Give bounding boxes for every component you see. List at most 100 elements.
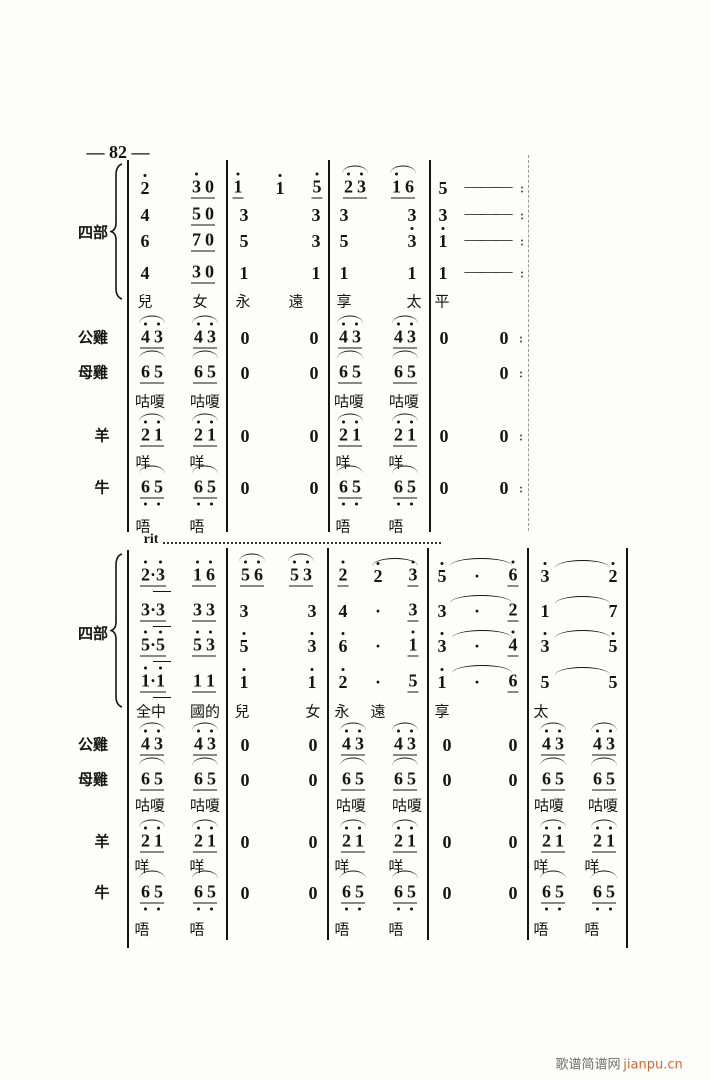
choir-label: 四部 [77, 223, 109, 242]
hen-rest: 0 [442, 770, 452, 790]
choir-note: 4 [140, 263, 150, 283]
choir-note: 3 [311, 231, 321, 251]
choir-note: 1 [407, 263, 417, 283]
cow-lyric: 唔 [334, 920, 350, 939]
repeat-sign: : [518, 428, 524, 444]
choir-note: 1 [540, 601, 550, 621]
slur [450, 558, 512, 566]
lyric: 國的 [189, 702, 221, 721]
choir-note: 3 [339, 205, 349, 225]
choir-note: 4 [140, 205, 150, 225]
choir-note: 3 [407, 231, 417, 251]
sheep-rest: 0 [308, 832, 318, 852]
choir-note: 2 [608, 562, 618, 586]
choir-note: 5 [239, 632, 249, 656]
hold-line: ——— [464, 229, 513, 249]
sheep-rest: 0 [508, 832, 518, 852]
rooster-label: 公雞 [77, 328, 109, 347]
cow-rest: 0 [240, 478, 250, 498]
hen-label: 母雞 [77, 363, 109, 382]
sheep-rest: 0 [240, 832, 250, 852]
choir-note: 3 [437, 601, 447, 621]
augmentation-dot: · [374, 636, 382, 656]
rooster-rest: 0 [308, 735, 318, 755]
choir-note: 1 [307, 668, 317, 692]
augmentation-dot: · [374, 601, 382, 621]
choir-note: 6 [507, 560, 519, 587]
hen-lyric: 咕嗄 [189, 392, 221, 411]
repeat-sign: : [519, 207, 525, 223]
barline [429, 160, 431, 532]
cow-lyric: 唔 [189, 517, 205, 536]
choir-note: 1 [438, 263, 448, 283]
hold-line: ——— [464, 261, 513, 281]
hen-rest: 0 [309, 363, 319, 383]
repeat-barline [528, 155, 529, 531]
repeat-sign: : [518, 480, 524, 496]
cow-lyric: 唔 [335, 517, 351, 536]
barline [427, 548, 429, 940]
lyric: 永 [235, 292, 251, 311]
hen-rest: 0 [499, 363, 509, 383]
lyric: 太 [406, 292, 422, 311]
slur [555, 560, 610, 568]
augmentation-dot: · [473, 636, 481, 656]
barline [328, 160, 330, 532]
cow-lyric: 唔 [189, 920, 205, 939]
sixteenth-beam [153, 591, 171, 592]
choir-note: 1 [311, 263, 321, 283]
barline [327, 548, 329, 940]
cow-rest: 0 [240, 883, 250, 903]
choir-note: 3 [540, 632, 550, 656]
sheep-lyric: 咩 [584, 857, 600, 876]
sixteenth-beam [153, 697, 171, 698]
choir-note: 2 [507, 599, 519, 622]
choir-note: 2 [373, 562, 383, 586]
barline [626, 548, 628, 948]
choir-note: 7 [608, 601, 618, 621]
brace-icon [110, 163, 123, 300]
choir-note: 1 [239, 668, 249, 692]
choir-note: 3 [307, 601, 317, 621]
choir-note: 3·3 [139, 599, 167, 622]
slur [555, 667, 610, 675]
cow-lyric: 唔 [388, 920, 404, 939]
lyric: 女 [305, 702, 321, 721]
augmentation-dot: · [473, 566, 481, 586]
sixteenth-beam [153, 661, 171, 662]
sheep-rest: 0 [309, 426, 319, 446]
rooster-rest: 0 [309, 328, 319, 348]
choir-note: 5 [438, 178, 448, 198]
choir-note: 3 [307, 632, 317, 656]
choir-note: 5·5 [139, 630, 167, 657]
lyric: 享 [336, 292, 352, 311]
slur [555, 630, 610, 638]
repeat-sign: : [519, 180, 525, 196]
choir-note: 2·3 [139, 560, 167, 587]
watermark-site-name: 歌谱简谱网 [555, 1057, 621, 1073]
sheep-label: 羊 [94, 426, 110, 445]
lyric: 遠 [288, 292, 304, 311]
barline [527, 548, 529, 940]
